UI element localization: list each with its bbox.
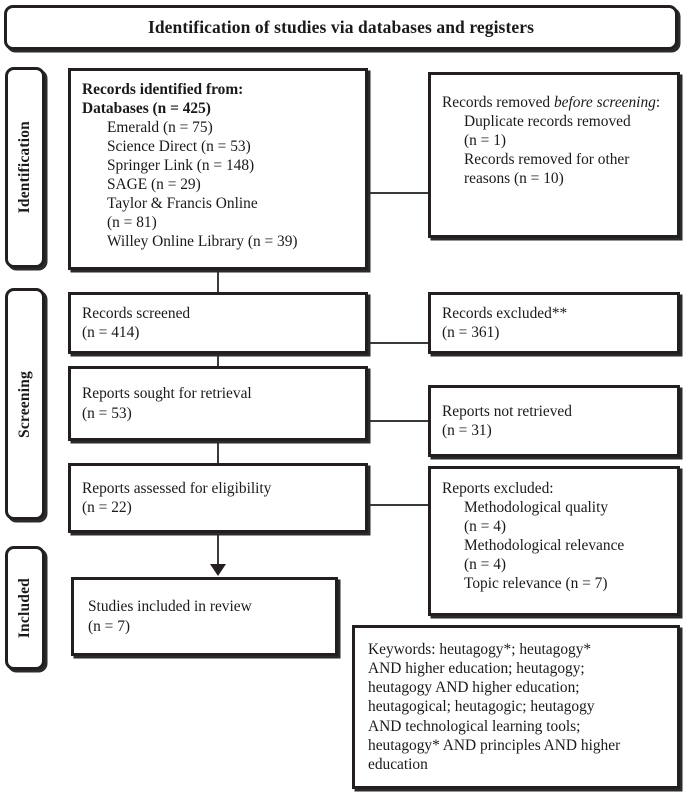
keywords-line: heutagogical; heutagogic; heutagogy [368,698,595,716]
connector-sought-to-notretrieved [368,420,430,422]
excluded-reason: Methodological relevance [464,537,625,555]
reports-assessed-line-1: Reports assessed for eligibility [82,479,272,497]
removed-item: Records removed for other [464,151,630,169]
removed-item: (n = 1) [464,132,507,150]
box-reports-assessed-for-eligibility: Reports assessed for eligibility (n = 22… [68,463,368,533]
records-identified-title-1: Records identified from: [82,81,244,98]
reports-sought-line-2: (n = 53) [82,404,132,422]
connector-assessed-to-excluded [368,504,430,506]
source-item: Willey Online Library (n = 39) [107,233,298,251]
source-item: SAGE (n = 29) [107,176,201,194]
stage-label-text: Identification [16,121,33,214]
source-item: Science Direct (n = 53) [107,138,251,156]
box-reports-not-retrieved: Reports not retrieved (n = 31) [428,385,680,457]
source-item: Emerald (n = 75) [107,119,213,137]
studies-included-line-2: (n = 7) [88,617,131,635]
stage-label-text: Screening [16,370,33,438]
box-records-excluded: Records excluded** (n = 361) [428,292,680,354]
box-studies-included-in-review: Studies included in review (n = 7) [71,577,338,656]
keywords-line: AND higher education; heutagogy; [368,660,585,678]
stage-label-text: Included [16,577,33,639]
keywords-line: heutagogy AND higher education; [368,679,580,697]
page-title: Identification of studies via databases … [147,16,535,37]
removed-item: reasons (n = 10) [464,170,564,188]
reports-excluded-heading: Reports excluded: [442,480,554,497]
reports-sought-line-1: Reports sought for retrieval [82,385,252,403]
diagram-header-banner: Identification of studies via databases … [4,5,678,50]
keywords-line: Keywords: heutagogy*; heutagogy* [368,641,592,659]
reports-not-retrieved-line-2: (n = 31) [442,422,492,439]
box-records-removed-before-screening: Records removed before screening: Duplic… [428,72,680,238]
reports-not-retrieved-line-1: Reports not retrieved [442,402,572,420]
records-removed-heading: Records removed before screening: [442,94,661,111]
source-item: Springer Link (n = 148) [107,157,255,175]
stage-label-included: Included [5,546,45,670]
connector-screened-to-excluded [368,342,430,344]
source-item: (n = 81) [107,214,157,232]
records-excluded-line-1: Records excluded** [442,304,568,322]
records-identified-title-2: Databases (n = 425) [82,100,211,118]
connector-identified-to-removed [368,192,430,194]
studies-included-line-1: Studies included in review [88,598,252,616]
excluded-reason: (n = 4) [464,556,507,574]
excluded-reason: (n = 4) [464,518,507,536]
arrowhead-icon [210,564,226,576]
box-reports-sought-for-retrieval: Reports sought for retrieval (n = 53) [68,366,368,441]
records-screened-line-2: (n = 414) [82,324,140,341]
removed-item: Duplicate records removed [464,113,631,131]
keywords-line: education [368,755,428,773]
connector-screened-to-sought [217,353,219,367]
excluded-reason: Topic relevance (n = 7) [464,575,608,593]
keywords-line: AND technological learning tools; [368,717,581,735]
connector-assessed-to-included [217,532,219,567]
box-keywords: Keywords: heutagogy*; heutagogy* AND hig… [352,625,680,789]
records-excluded-line-2: (n = 361) [442,324,500,341]
box-records-identified: Records identified from: Databases (n = … [68,68,368,270]
connector-sought-to-assessed [217,440,219,464]
stage-label-identification: Identification [5,67,45,268]
records-screened-line-1: Records screened [82,304,191,322]
stage-label-screening: Screening [5,288,45,520]
reports-assessed-line-2: (n = 22) [82,499,132,516]
keywords-line: heutagogy* AND principles AND higher [368,736,621,754]
excluded-reason: Methodological quality [464,499,609,517]
connector-identified-to-screened [217,270,219,293]
box-records-screened: Records screened (n = 414) [68,292,368,354]
box-reports-excluded: Reports excluded: Methodological quality… [428,466,680,616]
source-item: Taylor & Francis Online [107,195,258,213]
